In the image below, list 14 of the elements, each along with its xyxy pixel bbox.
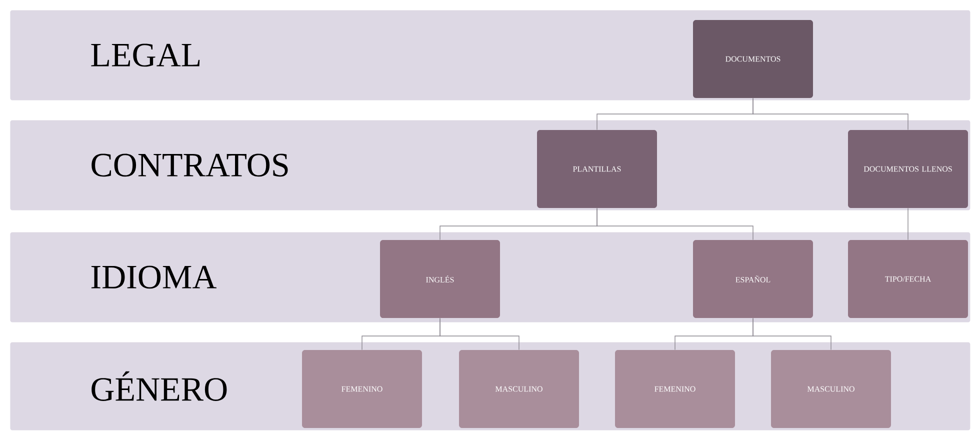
hierarchy-box: DOCUMENTOS LLENOS xyxy=(848,130,968,208)
hierarchy-box: MASCULINO xyxy=(771,350,891,428)
connector-line xyxy=(440,318,520,350)
connector-line xyxy=(596,208,754,240)
hierarchy-box: FEMENINO xyxy=(615,350,735,428)
hierarchy-box: INGLÉS xyxy=(380,240,500,318)
hierarchy-box: ESPAÑOL xyxy=(693,240,813,318)
hierarchy-box: PLANTILLAS xyxy=(537,130,657,208)
connector-line xyxy=(752,98,908,130)
connector-line xyxy=(752,318,832,350)
hierarchy-box: MASCULINO xyxy=(459,350,579,428)
hierarchy-box: TIPO/FECHA xyxy=(848,240,968,318)
hierarchy-box: DOCUMENTOS xyxy=(693,20,813,98)
hierarchy-box: FEMENINO xyxy=(302,350,422,428)
